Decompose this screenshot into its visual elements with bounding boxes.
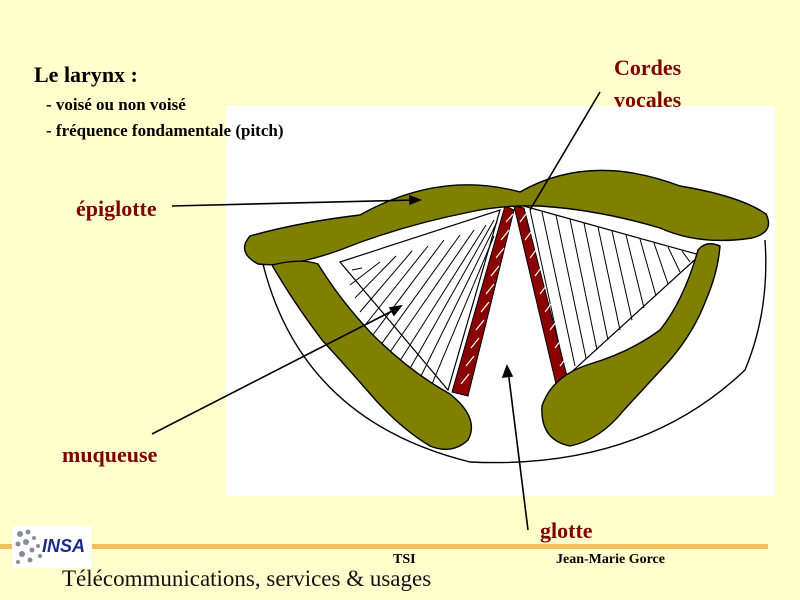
bullet-voise: - voisé ou non voisé — [46, 95, 186, 114]
label-epiglotte: épiglotte — [76, 196, 157, 221]
footer-divider — [0, 544, 768, 549]
logo-text: INSA — [42, 536, 85, 556]
pointer-glotte-arrow — [501, 363, 514, 378]
footer-author: Jean-Marie Gorce — [556, 552, 665, 567]
label-vocales: vocales — [614, 87, 682, 112]
pointer-epiglotte — [171, 199, 417, 207]
epiglottis — [243, 169, 770, 266]
label-muqueuse: muqueuse — [62, 442, 158, 467]
insa-logo: INSA — [12, 526, 92, 568]
footer-subtitle: Télécommunications, services & usages — [62, 566, 432, 591]
left-hatched-area — [338, 209, 501, 392]
left-mucosa — [270, 260, 473, 451]
label-glotte: glotte — [540, 518, 593, 543]
pointer-glotte — [507, 369, 529, 531]
label-cordes: Cordes — [614, 55, 682, 80]
bullet-pitch: - fréquence fondamentale (pitch) — [46, 121, 284, 140]
pointer-muqueuse-arrow — [388, 304, 403, 317]
right-mucosa — [541, 243, 721, 447]
larynx-outline — [261, 239, 767, 464]
footer-course: TSI — [393, 552, 416, 567]
slide-title: Le larynx : — [34, 62, 138, 87]
pointer-cordes — [529, 91, 601, 211]
pointer-lines — [151, 91, 601, 531]
right-hatched-area — [519, 204, 702, 380]
pointer-muqueuse — [151, 307, 399, 435]
pointer-epiglotte-arrow — [409, 194, 423, 206]
vocal-cords — [451, 205, 569, 397]
